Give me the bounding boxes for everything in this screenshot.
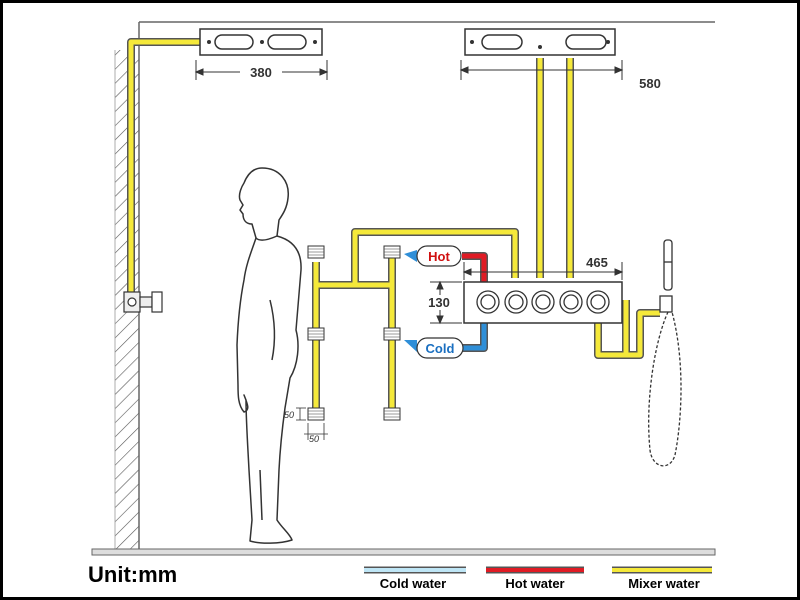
legend-cold-label: Cold water: [380, 576, 446, 591]
ceiling-shower-right: [464, 28, 616, 56]
valve-panel: [463, 281, 623, 324]
unit-label: Unit:mm: [88, 562, 177, 587]
dimension-50-vertical-label: 50: [284, 410, 294, 420]
hot-water-pipe: [462, 252, 488, 292]
dimension-580-label: 580: [639, 76, 661, 91]
dimension-130-label: 130: [428, 295, 450, 310]
cold-water-pipe: [462, 312, 488, 352]
plumbing-diagram: 380 580: [88, 21, 716, 591]
legend-mixer: Mixer water: [612, 566, 712, 591]
cold-tag: Cold: [404, 337, 464, 359]
hot-tag-label: Hot: [428, 249, 450, 264]
legend: Cold water Hot water Mixer water: [364, 566, 712, 591]
valve-knobs: [476, 290, 610, 314]
legend-hot-label: Hot water: [505, 576, 564, 591]
dimension-50-horizontal-label: 50: [309, 434, 319, 444]
wall-bracket: [123, 291, 163, 313]
floor: [91, 548, 716, 556]
cold-tag-label: Cold: [426, 341, 455, 356]
dimension-580: [459, 60, 624, 80]
dimension-465-label: 465: [586, 255, 608, 270]
mixer-water-pipes: [127, 38, 660, 412]
legend-hot: Hot water: [486, 566, 584, 591]
dimension-380-label: 380: [250, 65, 272, 80]
dimension-380: [194, 60, 329, 80]
ceiling-shower-left: [199, 28, 323, 56]
legend-mixer-label: Mixer water: [628, 576, 700, 591]
hand-shower: [648, 239, 682, 467]
legend-cold: Cold water: [364, 566, 466, 591]
dimension-465: [462, 262, 624, 280]
dimension-50-marks: [296, 407, 328, 440]
person-silhouette: [236, 167, 302, 544]
dimension-130: [430, 280, 462, 325]
hot-tag: Hot: [404, 245, 462, 267]
junction-box-lines: [308, 248, 400, 418]
